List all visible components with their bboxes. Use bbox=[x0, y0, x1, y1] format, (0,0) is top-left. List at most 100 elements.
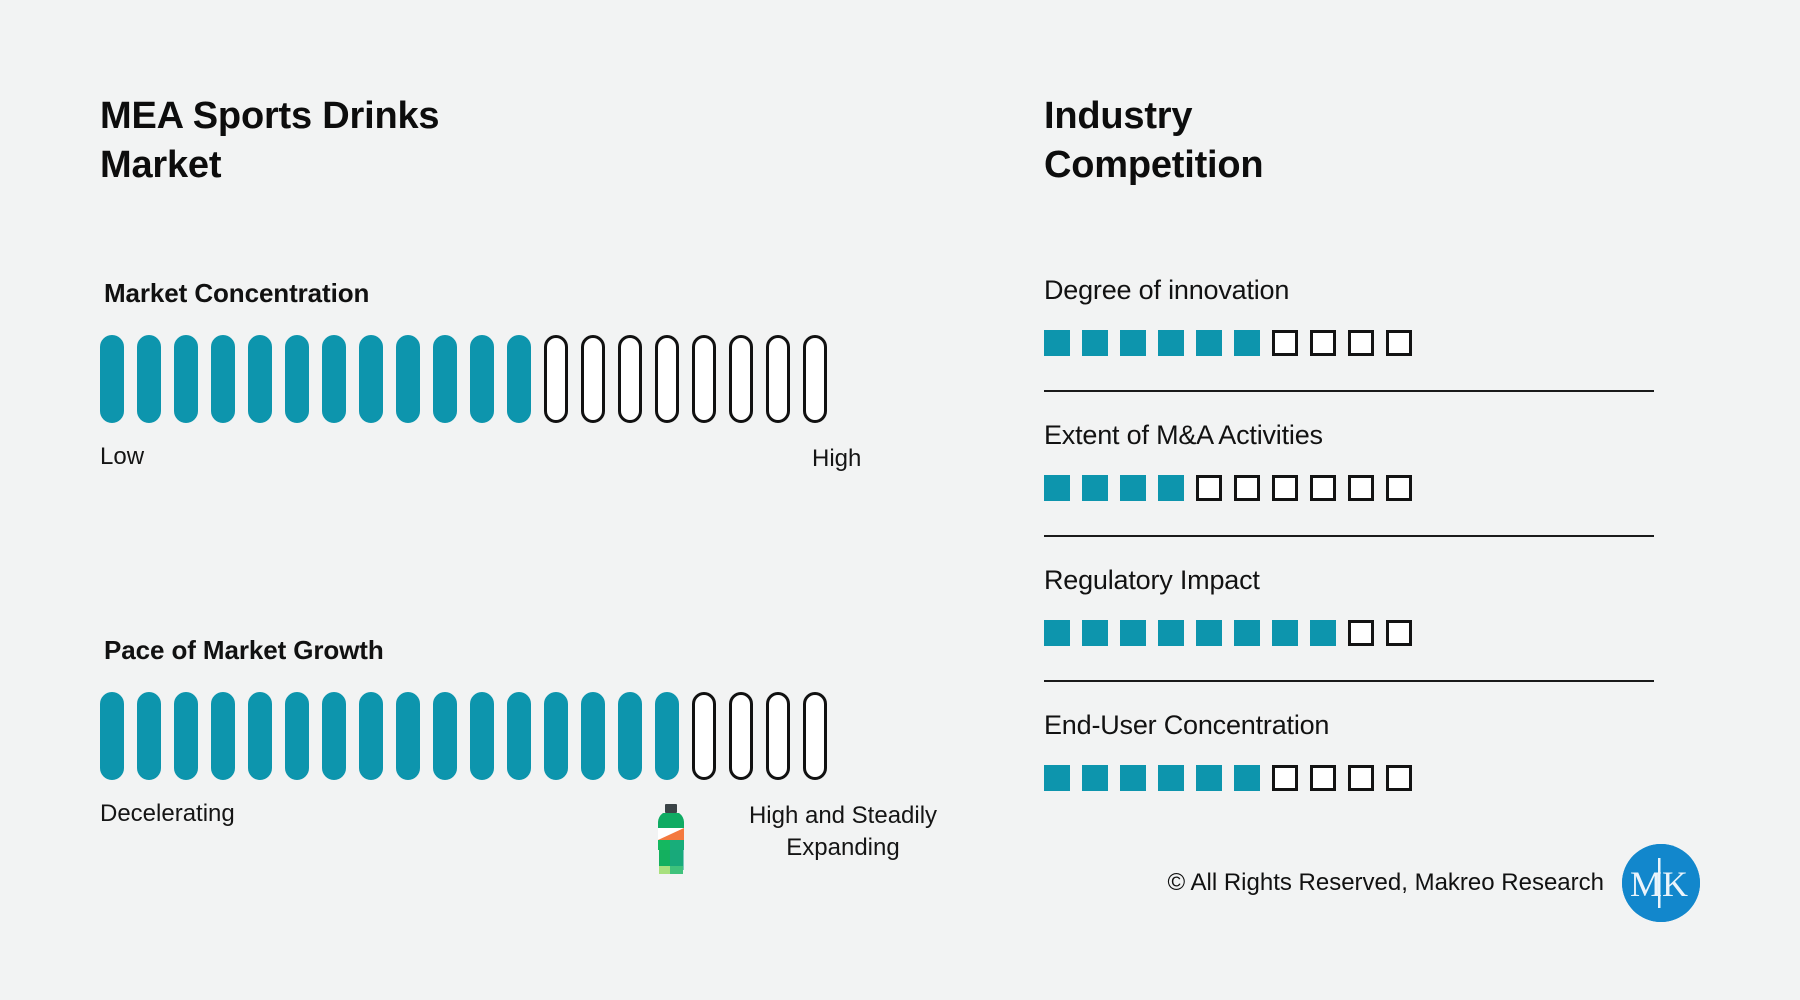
gauge-unit-filled bbox=[396, 692, 420, 780]
industry-competition-rating bbox=[1044, 473, 1656, 503]
metric-pace-of-market-growth: Pace of Market Growth Decelerating High … bbox=[100, 635, 980, 861]
gauge-unit-filled bbox=[470, 692, 494, 780]
gauge-unit-empty bbox=[766, 335, 790, 423]
industry-competition-rating bbox=[1044, 618, 1656, 648]
gauge-unit-filled bbox=[100, 692, 124, 780]
pace-of-market-growth-min-label: Decelerating bbox=[100, 800, 235, 827]
rating-unit-empty bbox=[1310, 765, 1336, 791]
gauge-unit-empty bbox=[618, 335, 642, 423]
gauge-unit-empty bbox=[729, 692, 753, 780]
rating-unit-filled bbox=[1082, 330, 1108, 356]
gauge-unit-filled bbox=[433, 692, 457, 780]
metric-market-concentration: Market Concentration Low High bbox=[100, 278, 980, 479]
rating-unit-filled bbox=[1120, 330, 1146, 356]
gauge-unit-filled bbox=[322, 692, 346, 780]
rating-unit-filled bbox=[1234, 330, 1260, 356]
gauge-unit-filled bbox=[285, 335, 309, 423]
gauge-unit-filled bbox=[507, 692, 531, 780]
rating-unit-filled bbox=[1044, 765, 1070, 791]
rating-unit-empty bbox=[1386, 765, 1412, 791]
gauge-unit-filled bbox=[174, 692, 198, 780]
rating-unit-filled bbox=[1120, 620, 1146, 646]
rating-unit-filled bbox=[1082, 765, 1108, 791]
rating-unit-filled bbox=[1044, 475, 1070, 501]
copyright-text: © All Rights Reserved, Makreo Research bbox=[1167, 869, 1604, 896]
rating-unit-filled bbox=[1310, 620, 1336, 646]
rating-unit-empty bbox=[1196, 475, 1222, 501]
rating-unit-empty bbox=[1386, 330, 1412, 356]
rating-unit-filled bbox=[1158, 330, 1184, 356]
gauge-unit-filled bbox=[322, 335, 346, 423]
sports-drink-bottle-icon bbox=[648, 804, 694, 876]
row-divider bbox=[1044, 390, 1654, 392]
gauge-unit-filled bbox=[248, 692, 272, 780]
rating-unit-empty bbox=[1348, 475, 1374, 501]
right-panel-title: Industry Competition bbox=[1044, 95, 1264, 186]
gauge-unit-empty bbox=[544, 335, 568, 423]
industry-competition-item-label: Degree of innovation bbox=[1044, 275, 1290, 305]
gauge-unit-empty bbox=[655, 335, 679, 423]
rating-unit-filled bbox=[1196, 765, 1222, 791]
gauge-unit-filled bbox=[248, 335, 272, 423]
rating-unit-empty bbox=[1272, 475, 1298, 501]
rating-unit-empty bbox=[1348, 620, 1374, 646]
gauge-unit-filled bbox=[359, 335, 383, 423]
gauge-unit-filled bbox=[211, 335, 235, 423]
row-divider bbox=[1044, 680, 1654, 682]
pace-of-market-growth-label: Pace of Market Growth bbox=[104, 635, 384, 665]
row-divider bbox=[1044, 535, 1654, 537]
rating-unit-filled bbox=[1196, 620, 1222, 646]
rating-unit-filled bbox=[1082, 475, 1108, 501]
gauge-unit-filled bbox=[174, 335, 198, 423]
industry-competition-item-label: Extent of M&A Activities bbox=[1044, 420, 1323, 450]
market-concentration-max-label: High bbox=[812, 445, 862, 472]
industry-competition-item: Regulatory Impact bbox=[1044, 565, 1656, 682]
rating-unit-filled bbox=[1234, 620, 1260, 646]
gauge-unit-filled bbox=[211, 692, 235, 780]
rating-unit-filled bbox=[1120, 765, 1146, 791]
rating-unit-empty bbox=[1272, 765, 1298, 791]
gauge-unit-empty bbox=[692, 692, 716, 780]
rating-unit-empty bbox=[1234, 475, 1260, 501]
rating-unit-filled bbox=[1044, 620, 1070, 646]
gauge-unit-filled bbox=[470, 335, 494, 423]
gauge-unit-empty bbox=[803, 692, 827, 780]
gauge-unit-filled bbox=[433, 335, 457, 423]
gauge-unit-filled bbox=[285, 692, 309, 780]
gauge-unit-filled bbox=[581, 692, 605, 780]
rating-unit-empty bbox=[1386, 475, 1412, 501]
rating-unit-filled bbox=[1234, 765, 1260, 791]
gauge-unit-empty bbox=[692, 335, 716, 423]
rating-unit-filled bbox=[1044, 330, 1070, 356]
gauge-unit-filled bbox=[359, 692, 383, 780]
rating-unit-empty bbox=[1310, 330, 1336, 356]
rating-unit-filled bbox=[1120, 475, 1146, 501]
industry-competition-item-label: Regulatory Impact bbox=[1044, 565, 1260, 595]
rating-unit-filled bbox=[1158, 620, 1184, 646]
pace-of-market-growth-gauge bbox=[100, 692, 980, 784]
market-concentration-label: Market Concentration bbox=[104, 278, 370, 308]
gauge-unit-filled bbox=[396, 335, 420, 423]
gauge-unit-filled bbox=[137, 692, 161, 780]
industry-competition-item: Extent of M&A Activities bbox=[1044, 420, 1656, 537]
rating-unit-filled bbox=[1158, 475, 1184, 501]
industry-competition-rating bbox=[1044, 763, 1656, 793]
industry-competition-item: End-User Concentration bbox=[1044, 710, 1656, 793]
industry-competition-item: Degree of innovation bbox=[1044, 275, 1656, 392]
rating-unit-empty bbox=[1348, 330, 1374, 356]
gauge-unit-filled bbox=[507, 335, 531, 423]
pace-of-market-growth-max-label: High and Steadily Expanding bbox=[748, 802, 938, 861]
rating-unit-empty bbox=[1272, 330, 1298, 356]
rating-unit-empty bbox=[1348, 765, 1374, 791]
gauge-unit-filled bbox=[544, 692, 568, 780]
gauge-unit-empty bbox=[581, 335, 605, 423]
rating-unit-filled bbox=[1196, 330, 1222, 356]
gauge-unit-empty bbox=[803, 335, 827, 423]
pace-of-market-growth-scale: Decelerating High and Steadily Expanding bbox=[100, 800, 980, 861]
rating-unit-empty bbox=[1386, 620, 1412, 646]
rating-unit-filled bbox=[1158, 765, 1184, 791]
rating-unit-empty bbox=[1310, 475, 1336, 501]
makreo-logo: MK bbox=[1622, 844, 1700, 922]
